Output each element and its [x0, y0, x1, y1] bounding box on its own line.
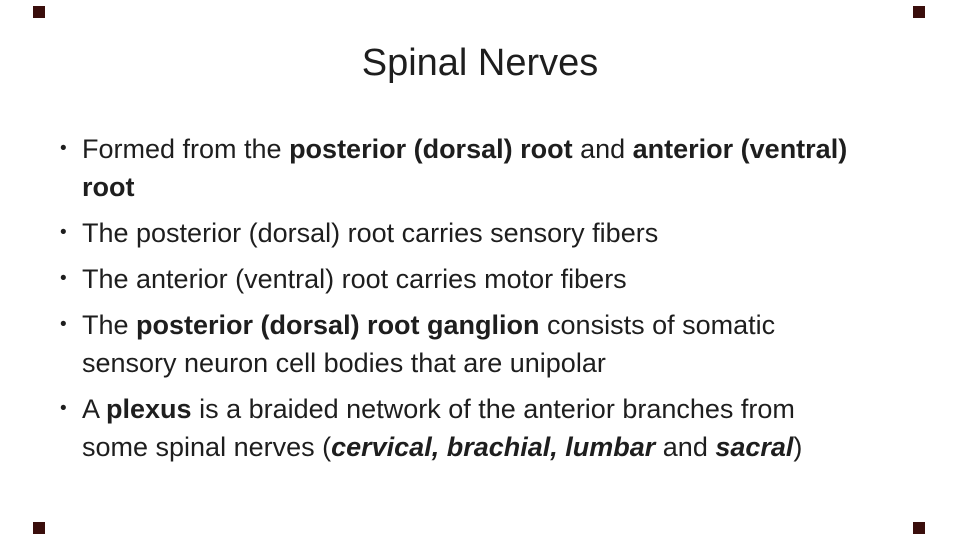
bullet-text: Formed from the posterior (dorsal) root …: [82, 134, 848, 202]
bullet-text: A plexus is a braided network of the ant…: [82, 394, 803, 462]
bullet-marker: •: [60, 222, 67, 243]
corner-mark-top-right: [913, 6, 925, 18]
bullet-item: • Formed from the posterior (dorsal) root…: [60, 130, 940, 206]
slide-title: Spinal Nerves: [361, 42, 599, 84]
bullet-marker: •: [60, 314, 67, 335]
corner-mark-top-left: [33, 6, 45, 18]
bullet-text: The anterior (ventral) root carries moto…: [82, 264, 627, 294]
bullet-item: • The posterior (dorsal) root ganglion co…: [60, 306, 940, 382]
corner-mark-bottom-left: [33, 522, 45, 534]
bullet-text: The posterior (dorsal) root carries sens…: [82, 218, 659, 248]
bullet-marker: •: [60, 138, 67, 159]
corner-mark-bottom-right: [913, 522, 925, 534]
bullet-marker: •: [60, 268, 67, 289]
bullet-item: • A plexus is a braided network of the an…: [60, 390, 940, 466]
bullet-marker: •: [60, 398, 67, 419]
bullet-text: The posterior (dorsal) root ganglion con…: [82, 310, 776, 378]
bullet-item: • The anterior (ventral) root carries mot…: [60, 260, 940, 298]
bullet-item: • The posterior (dorsal) root carries sen…: [60, 214, 940, 252]
bullet-list: • Formed from the posterior (dorsal) root…: [60, 130, 940, 474]
